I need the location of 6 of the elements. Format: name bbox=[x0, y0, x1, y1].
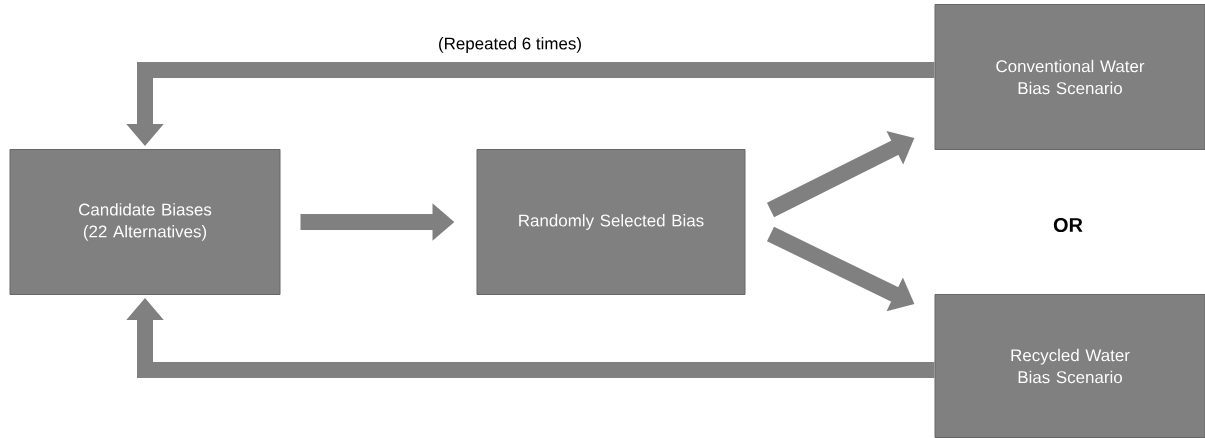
process-box: Randomly Selected Bias bbox=[476, 149, 746, 295]
process-box: Conventional Water Bias Scenario bbox=[934, 4, 1205, 150]
edge-label: (Repeated 6 times) bbox=[436, 35, 584, 55]
process-box: Candidate Biases (22 Alternatives) bbox=[9, 149, 281, 295]
process-box: Recycled Water Bias Scenario bbox=[934, 294, 1205, 438]
text-label: OR bbox=[1053, 217, 1083, 233]
